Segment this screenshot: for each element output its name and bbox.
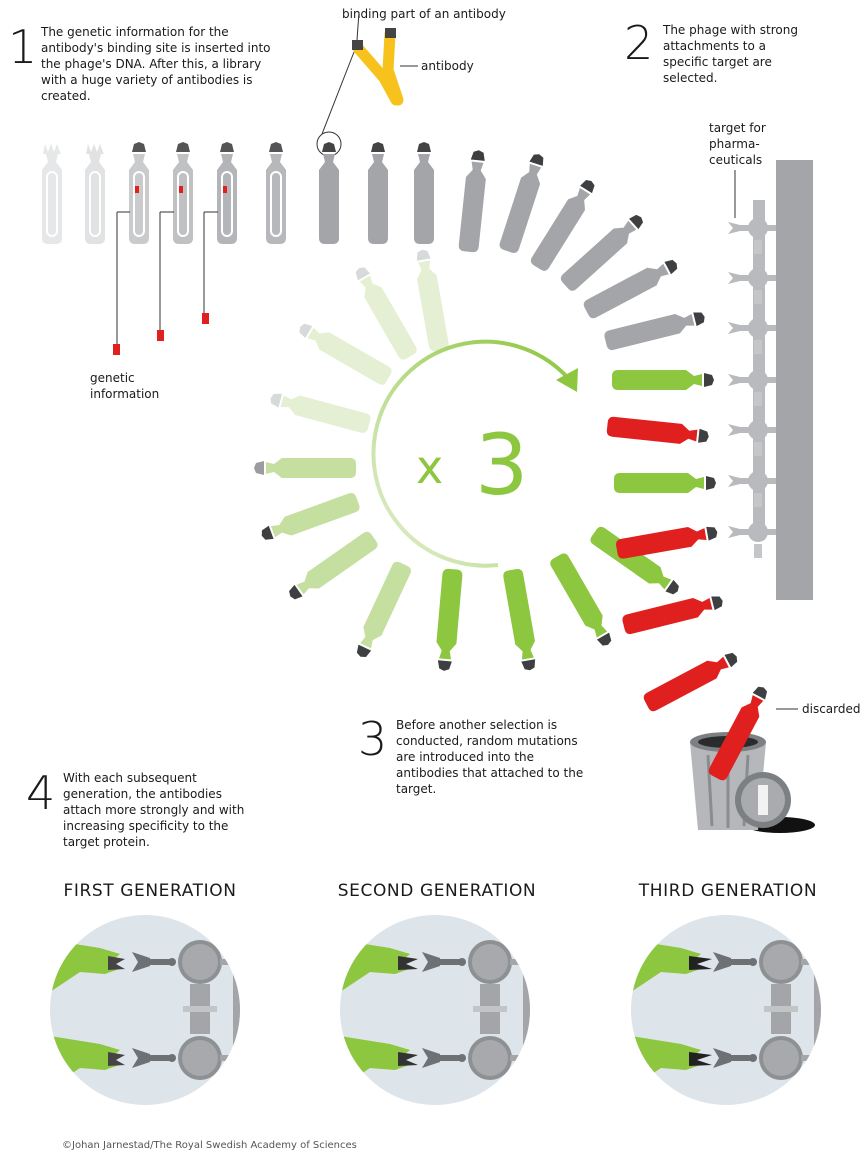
phage-icon	[614, 473, 716, 493]
phage-icon	[368, 142, 388, 244]
phage-icon	[129, 142, 149, 244]
phage-icon	[319, 142, 339, 244]
phage-icon	[590, 526, 679, 595]
step-2-line: specific target are	[663, 55, 772, 69]
step-1-text: The genetic information for the antibody…	[41, 24, 301, 104]
step-4-line: With each subsequent	[63, 771, 197, 785]
generation-circle	[340, 915, 530, 1105]
phage-icon	[583, 259, 678, 319]
phage-library-row	[42, 142, 434, 244]
phage-icon	[173, 142, 193, 244]
step-1-line: the phage's DNA. After this, a library	[41, 57, 262, 71]
phage-icon	[530, 180, 595, 271]
phage-icon	[612, 370, 714, 390]
target-label-line: pharma-	[709, 137, 760, 151]
phage-icon	[622, 596, 723, 635]
target-protein-unit	[728, 268, 776, 304]
first-generation-title: FIRST GENERATION	[63, 881, 237, 901]
step-4-line: generation, the antibodies	[63, 787, 222, 801]
antibody-label: antibody	[421, 59, 474, 73]
target-label: target for pharma- ceuticals	[709, 120, 766, 168]
cycle-arrow-icon	[371, 339, 578, 568]
discarded-label: discarded	[802, 702, 861, 716]
genetic-information-label: genetic information	[90, 370, 159, 402]
genetic-label-line: information	[90, 387, 160, 401]
step-1-line: The genetic information for the	[41, 25, 229, 39]
step-2-line: selected.	[663, 71, 718, 85]
step-3-line: antibodies that attached to the	[396, 766, 584, 780]
third-generation-title: THIRD GENERATION	[638, 881, 818, 901]
cycle-x-text: x	[416, 440, 443, 494]
step-2-number: 2	[624, 16, 654, 70]
step-1-line: antibody's binding site is inserted into	[41, 41, 271, 55]
antibody-icon	[316, 11, 418, 157]
step-3-line: are introduced into the	[396, 750, 535, 764]
phage-icon	[436, 568, 463, 671]
target-label-line: target for	[709, 121, 766, 135]
phage-icon	[503, 569, 536, 671]
generation-circle	[631, 915, 821, 1105]
phage-icon	[266, 142, 286, 244]
genetic-information-markers	[113, 211, 218, 355]
target-protein-unit	[728, 370, 776, 406]
target-protein-unit	[728, 471, 776, 507]
credit-text: ©Johan Jarnestad/The Royal Swedish Acade…	[62, 1140, 357, 1151]
phage-icon	[42, 144, 62, 244]
phage-icon	[289, 531, 378, 600]
second-generation-title: SECOND GENERATION	[337, 881, 537, 901]
phage-icon	[458, 150, 486, 253]
phage-selection-arc	[254, 150, 738, 712]
step-2-line: attachments to a	[663, 39, 766, 53]
phage-icon	[414, 142, 434, 244]
cycle-count-text: 3	[475, 416, 528, 514]
generation-circles	[50, 915, 821, 1105]
step-2-text: The phage with strong attachments to a s…	[663, 22, 833, 86]
step-4-text: With each subsequent generation, the ant…	[63, 770, 273, 850]
phage-icon	[355, 267, 417, 360]
step-3-line: Before another selection is	[396, 718, 558, 732]
step-2-line: The phage with strong	[663, 23, 798, 37]
step-1-line: with a huge variety of antibodies is	[41, 73, 253, 87]
target-protein-unit	[728, 522, 776, 558]
phage-icon	[499, 154, 544, 253]
step-4-line: target protein.	[63, 835, 150, 849]
phage-icon	[356, 561, 411, 657]
step-4-line: attach more strongly and with	[63, 803, 245, 817]
genetic-label-line: genetic	[90, 371, 135, 385]
phage-icon	[261, 492, 360, 540]
target-protein-unit	[728, 420, 776, 456]
step-4-number: 4	[26, 766, 56, 820]
phage-icon	[604, 312, 705, 351]
target-protein-unit	[728, 218, 776, 254]
step-3-line: target.	[396, 782, 437, 796]
target-protein-unit	[728, 318, 776, 354]
phage-icon	[550, 553, 612, 646]
phage-icon	[299, 323, 392, 385]
step-3-number: 3	[358, 712, 388, 766]
phage-icon	[416, 249, 449, 351]
step-1-number: 1	[8, 20, 38, 74]
phage-icon	[616, 526, 718, 559]
phage-icon	[254, 458, 356, 478]
generation-circle	[50, 915, 240, 1105]
phage-icon	[708, 686, 768, 781]
step-1-line: created.	[41, 89, 91, 103]
binding-part-label: binding part of an antibody	[342, 7, 506, 21]
target-column	[728, 160, 813, 600]
phage-icon	[270, 393, 371, 433]
phage-icon	[560, 214, 644, 291]
phage-icon	[217, 142, 237, 244]
phage-icon	[606, 416, 709, 444]
step-3-text: Before another selection is conducted, r…	[396, 717, 616, 797]
phage-icon	[643, 652, 738, 712]
step-4-line: increasing specificity to the	[63, 819, 229, 833]
target-label-line: ceuticals	[709, 153, 763, 167]
phage-icon	[85, 144, 105, 244]
step-3-line: conducted, random mutations	[396, 734, 578, 748]
